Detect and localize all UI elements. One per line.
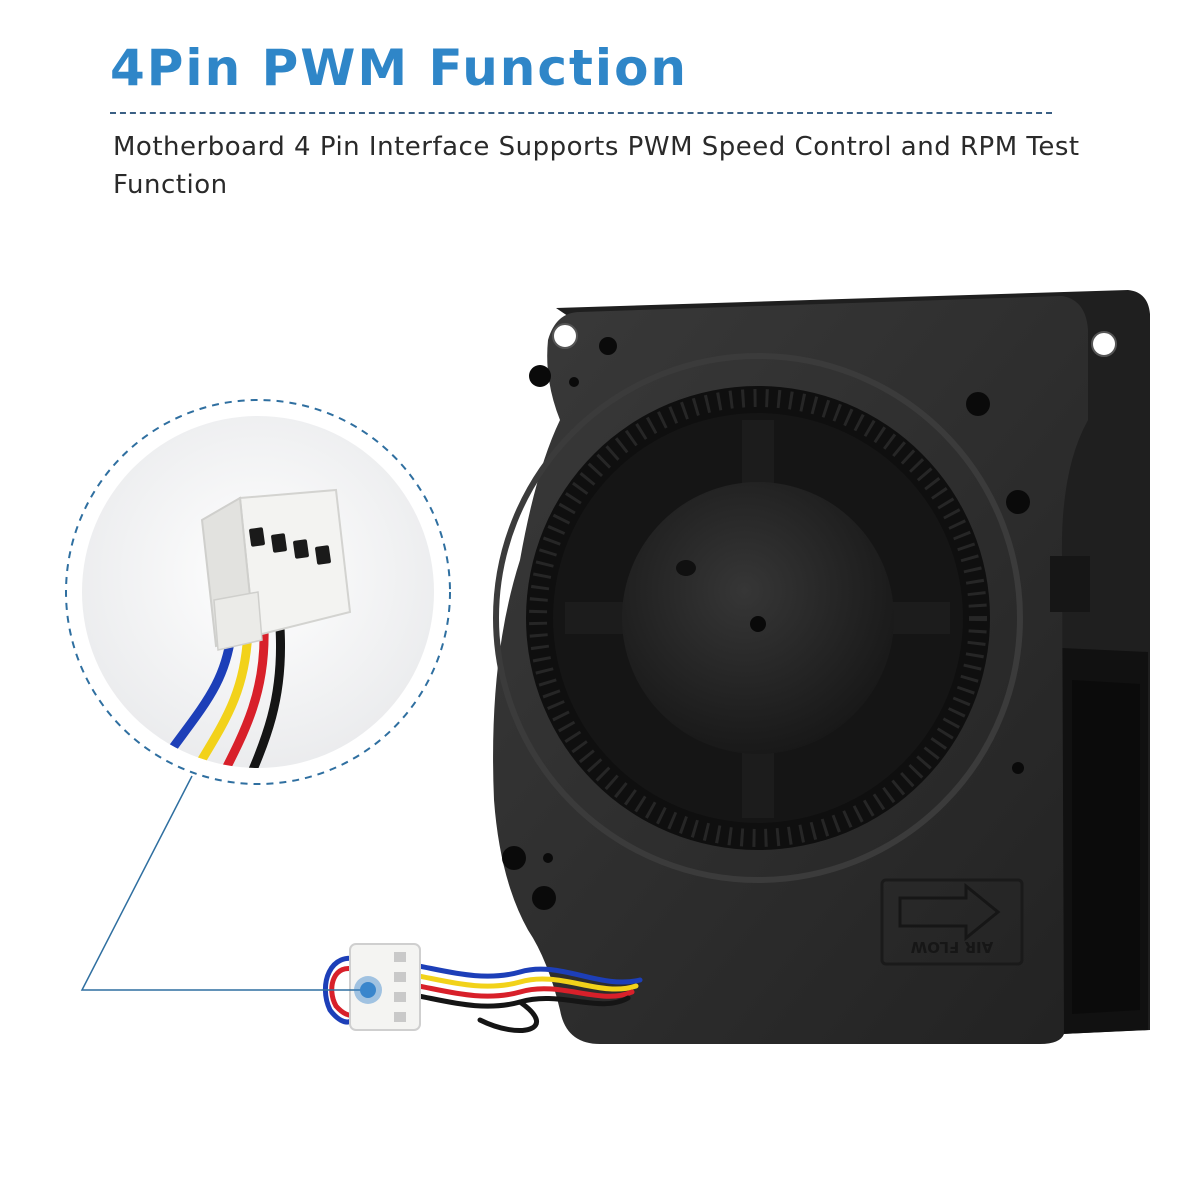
zoom-connector-detail [146, 488, 352, 768]
page-subtitle: Motherboard 4 Pin Interface Supports PWM… [113, 132, 1080, 200]
zoom-circle-border [65, 399, 451, 785]
page-title: 4Pin PWM Function [110, 39, 689, 97]
zoom-callout [80, 775, 382, 1004]
air-flow-label: AIR FLOW [910, 938, 993, 956]
air-flow-arrow-icon: AIR FLOW [880, 878, 1024, 966]
fan-icon: AIR FLOW [493, 290, 1150, 1044]
title-divider [110, 112, 1052, 114]
connector-icon [349, 943, 421, 1031]
